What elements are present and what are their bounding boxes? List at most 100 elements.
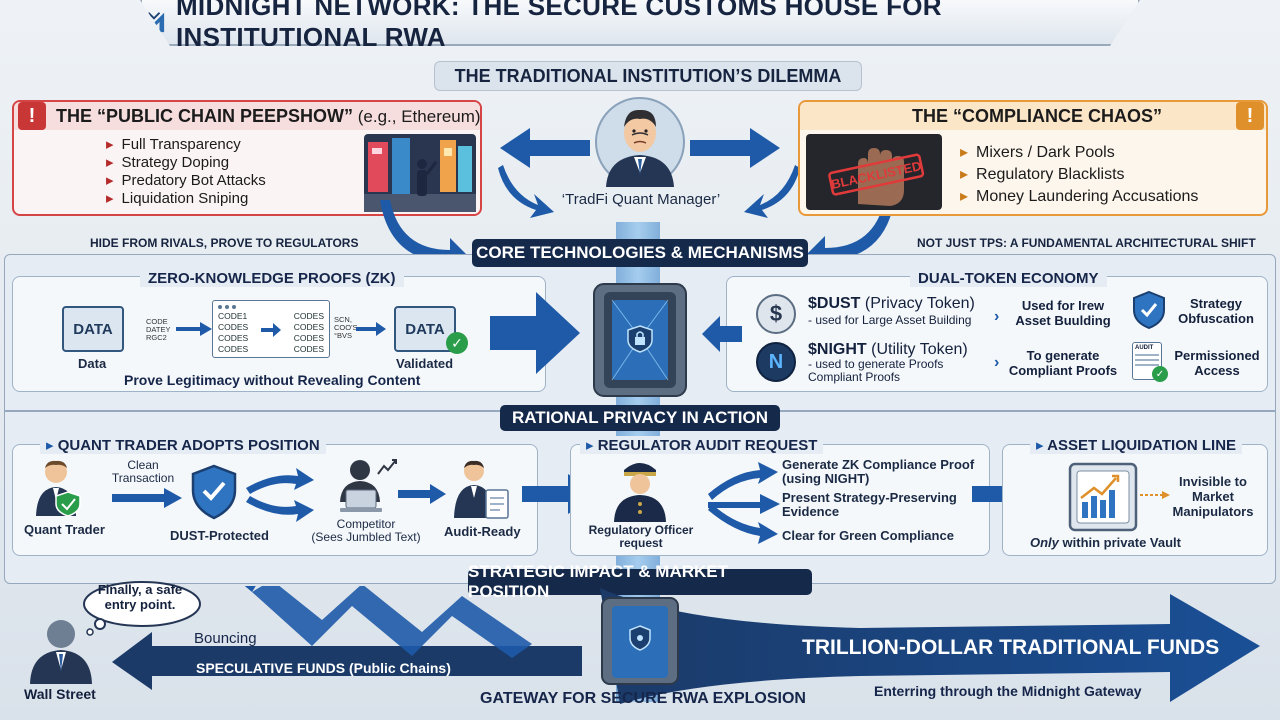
section-impact: STRATEGIC IMPACT & MARKET POSITION [468,562,812,601]
bouncing-label: Bouncing [194,630,257,647]
warning-icon: ! [1236,102,1264,130]
dilemma-heading: THE TRADITIONAL INSTITUTION’S DILEMMA [434,61,862,91]
data-folder-icon: DATA [62,306,124,352]
list-item: Strategy Doping [106,154,266,172]
code-line: CODES [293,322,324,332]
dust-desc: - used for Large Asset Building [808,313,972,327]
competitor-hacker-icon [340,459,397,512]
liquidation-title: ▸ ASSET LIQUIDATION LINE [1030,436,1243,454]
zk-title: ZERO-KNOWLEDGE PROOFS (ZK) [140,270,404,287]
vault-caption: Only within private Vault [1030,535,1181,550]
page-title: MIDNIGHT NETWORK: THE SECURE CUSTOMS HOU… [175,0,942,52]
warning-icon: ! [18,102,46,130]
vault-chart-icon [1068,462,1138,532]
entering-label: Enterring through the Midnight Gateway [874,683,1142,699]
validated-folder-icon: DATA [394,306,456,352]
dust-coin-icon: $ [756,294,796,334]
clean-transaction-label: Clean Transaction [111,458,175,485]
arrow-right-icon [398,484,446,504]
compliance-title: THE “COMPLIANCE CHAOS” [912,106,1163,126]
trillion-label: TRILLION-DOLLAR TRADITIONAL FUNDS [802,636,1220,659]
dust-heading: $DUST (Privacy Token) [808,295,975,312]
title-banner: MIDNIGHT NETWORK: THE SECURE CUSTOMS HOU… [140,0,1140,46]
quant-trader-label: Quant Trader [24,522,105,537]
zk-validated-label: Validated [396,356,454,371]
regulator-step-3: Clear for Green Compliance [782,528,954,543]
officer-label: Regulatory Officer request [588,523,694,550]
list-item: Regulatory Blacklists [960,164,1198,186]
wall-street-label: Wall Street [24,686,96,702]
code-document: CODE1 CODES CODES CODES CODES CODES CODE… [212,300,330,358]
arrow-right-icon [176,322,212,336]
wall-street-avatar [30,620,92,684]
code-line: CODE1 [218,311,248,321]
gateway-door-icon [601,597,679,685]
code-line: CODES [218,344,249,354]
zk-data-label: Data [78,356,107,371]
peepshow-header-bg [14,102,480,130]
quant-title: ▸ QUANT TRADER ADOPTS POSITION [40,436,326,454]
code-line: CODES [293,333,324,343]
manager-arrow-left-down [498,165,554,218]
zk-scramble-left: CODE DATEY RGC2 [146,317,171,342]
curve-arrow-right [807,198,895,270]
dust-shield-icon [191,464,237,520]
curve-arrow-left [380,200,468,270]
arrow-right-icon [261,323,281,337]
compliance-bullets: Mixers / Dark Pools Regulatory Blacklist… [960,142,1198,208]
check-icon: ✓ [446,332,468,354]
trillion-funds-arrow [600,588,1260,704]
competitor-label: Competitor (Sees Jumbled Text) [311,517,421,544]
dust-use: Used for Irew Asset Buulding [1015,298,1111,328]
dust-protected-label: DUST-Protected [170,528,269,543]
night-heading: $NIGHT (Utility Token) [808,341,968,358]
dual-token-panel [726,276,1268,392]
zk-scramble-right: SCN, COO'S °BVS [334,315,358,340]
dashed-arrow-icon [1140,491,1170,499]
bubble-text: Finally, a safe entry point. [97,582,183,612]
code-line: CODES [293,344,324,354]
dust-feature: Strategy Obfuscation [1178,296,1254,326]
code-line: CODES [218,322,249,332]
list-item: Full Transparency [106,136,266,154]
quant-trader-avatar [36,460,81,516]
speculative-arrow [112,586,582,690]
audit-ready-icon [454,460,509,519]
dilemma-arrows [500,128,780,168]
shield-check-icon [1133,290,1165,330]
list-item: Predatory Bot Attacks [106,172,266,190]
gateway-label: GATEWAY FOR SECURE RWA EXPLOSION [480,690,806,707]
code-line: CODES [218,333,249,343]
list-item: Mixers / Dark Pools [960,142,1198,164]
tagline-left: HIDE FROM RIVALS, PROVE TO REGULATORS [90,236,359,250]
invisible-label: Invisible to Market Manipulators [1172,474,1254,519]
speculative-label: SPECULATIVE FUNDS (Public Chains) [196,660,451,676]
audit-ready-label: Audit-Ready [444,524,521,539]
peepshow-bullets: Full Transparency Strategy Doping Predat… [106,136,266,208]
vault-door-icon [593,283,687,397]
regulator-title: ▸ REGULATOR AUDIT REQUEST [580,436,824,454]
night-use: To generate Compliant Proofs [1008,348,1118,378]
section-rational: RATIONAL PRIVACY IN ACTION [500,405,780,431]
chevron-right-icon: › [994,308,1000,325]
list-item: Money Laundering Accusations [960,186,1198,208]
regulatory-officer-avatar [614,463,666,522]
city-street-illustration-icon [364,134,476,212]
big-arrow-right-icon [490,292,580,374]
regulator-step-1: Generate ZK Compliance Proof (using NIGH… [782,457,975,486]
chevron-right-icon: › [994,354,1000,371]
arrow-right-icon [356,322,386,336]
tagline-right: NOT JUST TPS: A FUNDAMENTAL ARCHITECTURA… [917,236,1256,250]
list-item: Liquidation Sniping [106,190,266,208]
blacklisted-hand-icon: BLACKLISTED [806,134,942,210]
check-icon: ✓ [1152,366,1168,382]
code-line: CODES [293,311,324,321]
arrow-right-icon [112,488,182,508]
zk-caption: Prove Legitimacy without Revealing Conte… [124,372,421,388]
night-desc: - used to generate Proofs Compliant Proo… [808,357,944,384]
night-feature: Permissioned Access [1174,348,1260,378]
manager-arrow-right-down [744,165,800,218]
compliance-header-bg [800,102,1266,130]
branch-arrows-icon [708,462,780,544]
arrow-left-icon [702,316,742,352]
